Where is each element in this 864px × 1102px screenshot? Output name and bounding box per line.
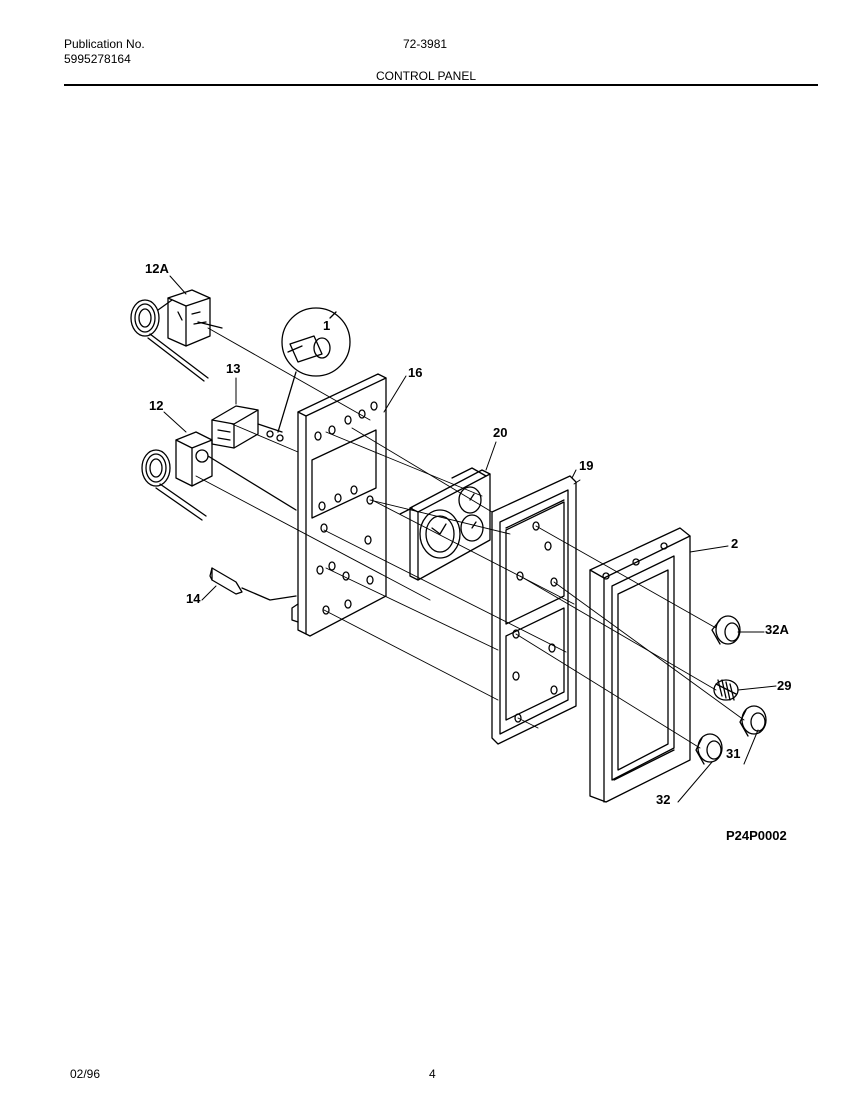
part-32-knob (695, 733, 723, 765)
footer-page-number: 4 (429, 1067, 436, 1081)
part-14-sensor (209, 567, 297, 601)
callout-2: 2 (731, 536, 739, 551)
footer-date: 02/96 (70, 1067, 101, 1081)
part-13-switch (211, 405, 284, 449)
figure-code: P24P0002 (726, 828, 787, 843)
part-2-frame (589, 527, 691, 803)
callout-13: 13 (226, 361, 241, 376)
part-32a-knob (711, 615, 741, 645)
callout-32a: 32A (765, 622, 789, 637)
part-16-bracket (291, 373, 387, 637)
callout-12: 12 (149, 398, 164, 413)
part-31-knob (739, 705, 767, 737)
publication-label: Publication No. (64, 37, 145, 51)
callout-32: 32 (656, 792, 671, 807)
callout-leaders (163, 275, 777, 803)
part-12a-thermostat (130, 289, 223, 382)
part-19-overlay (491, 475, 577, 745)
model-number: 72-3981 (403, 37, 448, 51)
callout-1: 1 (323, 318, 331, 333)
callout-14: 14 (186, 591, 201, 606)
part-29-spring (713, 679, 739, 701)
callout-20: 20 (493, 425, 508, 440)
callout-31: 31 (726, 746, 741, 761)
callout-19: 19 (579, 458, 594, 473)
assembly-lines (195, 327, 745, 749)
part-20-timer (399, 467, 491, 581)
part-1-detail-circle (277, 307, 351, 433)
part-12-thermostat (141, 431, 297, 521)
callout-29: 29 (777, 678, 792, 693)
section-title: CONTROL PANEL (376, 69, 477, 83)
header-rule (64, 84, 818, 86)
publication-number: 5995278164 (64, 52, 131, 66)
callout-16: 16 (408, 365, 423, 380)
callout-12a: 12A (145, 261, 169, 276)
